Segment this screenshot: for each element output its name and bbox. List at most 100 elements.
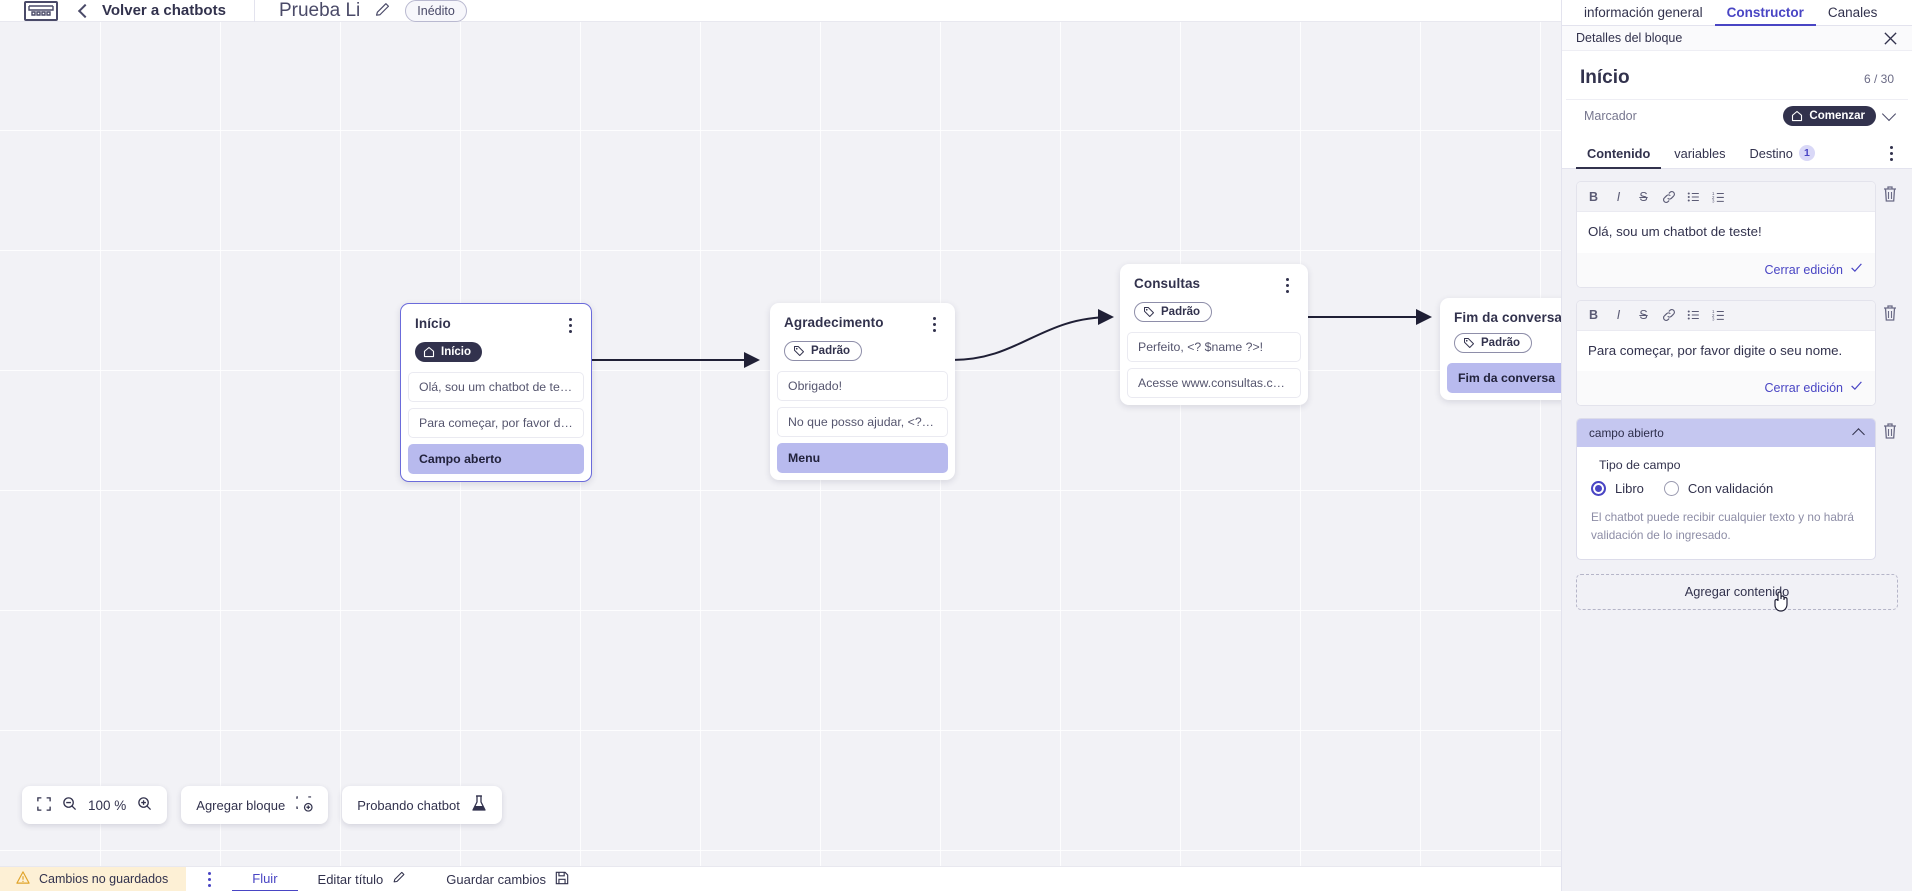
fit-screen-icon[interactable] — [37, 796, 51, 814]
canvas-toolbar: 100 % Agregar bloque Probando chatbot — [22, 786, 502, 824]
close-edit-button[interactable]: Cerrar edición — [1764, 262, 1843, 277]
tab-destino-badge: 1 — [1798, 145, 1815, 161]
field-header[interactable]: campo abierto — [1577, 419, 1875, 448]
node-badge: Padrão — [1454, 333, 1532, 353]
status-bar-menu-button[interactable] — [202, 870, 216, 888]
panel-subheader: Detalles del bloque — [1562, 26, 1912, 51]
node-badge-row: Padrão — [1120, 294, 1308, 332]
unsaved-changes-indicator: Cambios no guardados — [0, 866, 187, 891]
save-changes-button[interactable]: Guardar cambios — [426, 867, 589, 891]
node-item[interactable]: No que posso ajudar, <? $name ... — [777, 407, 948, 437]
node-badge-label: Padrão — [1481, 337, 1520, 349]
chevron-down-icon[interactable] — [1881, 106, 1897, 122]
flow-node-agradecimento[interactable]: Agradecimento Padrão Obrigado! No que po… — [770, 303, 955, 480]
node-menu-button[interactable] — [927, 315, 941, 333]
node-title: Agradecimento — [784, 315, 884, 330]
tab-variables[interactable]: variables — [1663, 138, 1736, 169]
trash-icon[interactable] — [1882, 185, 1898, 203]
check-icon[interactable] — [1850, 379, 1863, 397]
tab-contenido[interactable]: Contenido — [1576, 138, 1661, 169]
link-icon[interactable] — [1656, 305, 1681, 326]
node-item[interactable]: Olá, sou um chatbot de teste! — [408, 372, 584, 402]
node-item[interactable]: Campo aberto — [408, 444, 584, 474]
content-tabs-menu-button[interactable] — [1884, 144, 1898, 162]
bold-icon[interactable]: B — [1588, 189, 1599, 204]
add-content-button[interactable]: Agregar contenido — [1576, 573, 1898, 612]
tab-informacion-general[interactable]: información general — [1584, 4, 1703, 20]
editor-text[interactable]: Para começar, por favor digite o seu nom… — [1577, 330, 1875, 372]
marker-select[interactable]: Comenzar — [1783, 106, 1897, 126]
block-count: 6 / 30 — [1863, 72, 1894, 86]
home-icon — [1792, 110, 1803, 122]
pencil-icon — [392, 871, 406, 888]
back-to-chatbots-button[interactable]: Volver a chatbots — [77, 2, 226, 19]
tab-constructor[interactable]: Constructor — [1715, 0, 1816, 26]
save-changes-label: Guardar cambios — [446, 871, 547, 887]
check-icon[interactable] — [1850, 261, 1863, 279]
field-header-label: campo abierto — [1589, 426, 1664, 441]
flow-node-consultas[interactable]: Consultas Padrão Perfeito, <? $name ?>! … — [1120, 264, 1308, 405]
marker-badge[interactable]: Comenzar — [1783, 106, 1876, 126]
italic-icon[interactable]: I — [1616, 308, 1621, 323]
tab-canales[interactable]: Canales — [1827, 4, 1878, 20]
field-block: campo abierto Tipo de campo Libro — [1576, 418, 1898, 560]
close-icon[interactable] — [1883, 31, 1898, 46]
tab-destino[interactable]: Destino 1 — [1738, 138, 1825, 169]
field-legend: Tipo de campo — [1599, 458, 1681, 473]
flow-tab-label: Fluir — [252, 870, 278, 886]
node-badge: Início — [415, 342, 483, 362]
node-header: Agradecimento — [770, 303, 955, 333]
editor-text[interactable]: Olá, sou um chatbot de teste! — [1577, 212, 1875, 253]
link-icon[interactable] — [1656, 186, 1681, 207]
node-item[interactable]: Menu — [777, 443, 948, 473]
chevron-up-icon[interactable] — [1852, 428, 1865, 442]
tag-icon — [1144, 307, 1154, 317]
strikethrough-icon[interactable]: S — [1639, 189, 1648, 204]
node-menu-button[interactable] — [563, 316, 577, 334]
node-item[interactable]: Fim da conversa — [1447, 363, 1561, 393]
close-edit-button[interactable]: Cerrar edición — [1764, 381, 1843, 396]
node-item[interactable]: Acesse www.consultas.com par... — [1127, 368, 1301, 398]
node-menu-button[interactable] — [1280, 276, 1294, 294]
trash-icon[interactable] — [1882, 422, 1898, 440]
pencil-icon[interactable] — [374, 2, 391, 19]
node-header: Início — [401, 304, 591, 334]
node-badge: Padrão — [784, 341, 862, 361]
radio-option-con-validacion[interactable]: Con validación — [1663, 481, 1773, 497]
node-title: Início — [415, 316, 451, 331]
add-block-button[interactable]: Agregar bloque — [181, 786, 329, 824]
panel-top-tabs: información general Constructor Canales — [1562, 0, 1912, 26]
node-badge-row: Padrão — [1440, 325, 1561, 363]
node-item[interactable]: Obrigado! — [777, 371, 948, 401]
node-items: Perfeito, <? $name ?>! Acesse www.consul… — [1120, 332, 1308, 398]
bold-icon[interactable]: B — [1588, 308, 1599, 323]
zoom-controls[interactable]: 100 % — [22, 786, 168, 824]
flow-node-inicio[interactable]: Início Início Olá, sou um chatbot de tes… — [400, 303, 592, 482]
node-badge-label: Início — [441, 346, 472, 358]
italic-icon[interactable]: I — [1616, 189, 1621, 204]
bullet-list-icon[interactable] — [1681, 305, 1706, 326]
radio-icon[interactable] — [1591, 481, 1606, 497]
flow-node-fim-da-conversa[interactable]: Fim da conversa Padrão Fim da conversa — [1440, 298, 1561, 400]
zoom-in-icon[interactable] — [137, 796, 152, 814]
trash-icon[interactable] — [1882, 304, 1898, 322]
radio-icon[interactable] — [1663, 481, 1679, 497]
flow-canvas[interactable]: Início Início Olá, sou um chatbot de tes… — [0, 22, 1561, 866]
zoom-out-icon[interactable] — [62, 796, 77, 814]
bullet-list-icon[interactable] — [1681, 186, 1706, 207]
statusbar-tab-flow[interactable]: Fluir — [232, 867, 298, 891]
strikethrough-icon[interactable]: S — [1639, 308, 1648, 323]
node-item[interactable]: Perfeito, <? $name ?>! — [1127, 332, 1301, 362]
tag-icon — [1464, 338, 1474, 348]
add-block-icon — [296, 795, 313, 815]
test-chatbot-button[interactable]: Probando chatbot — [342, 786, 502, 824]
node-item[interactable]: Para começar, por favor digite o ... — [408, 408, 584, 438]
svg-text:1: 1 — [1712, 309, 1715, 314]
edit-title-button[interactable]: Editar título — [298, 867, 427, 891]
radio-option-libro[interactable]: Libro — [1591, 481, 1644, 497]
